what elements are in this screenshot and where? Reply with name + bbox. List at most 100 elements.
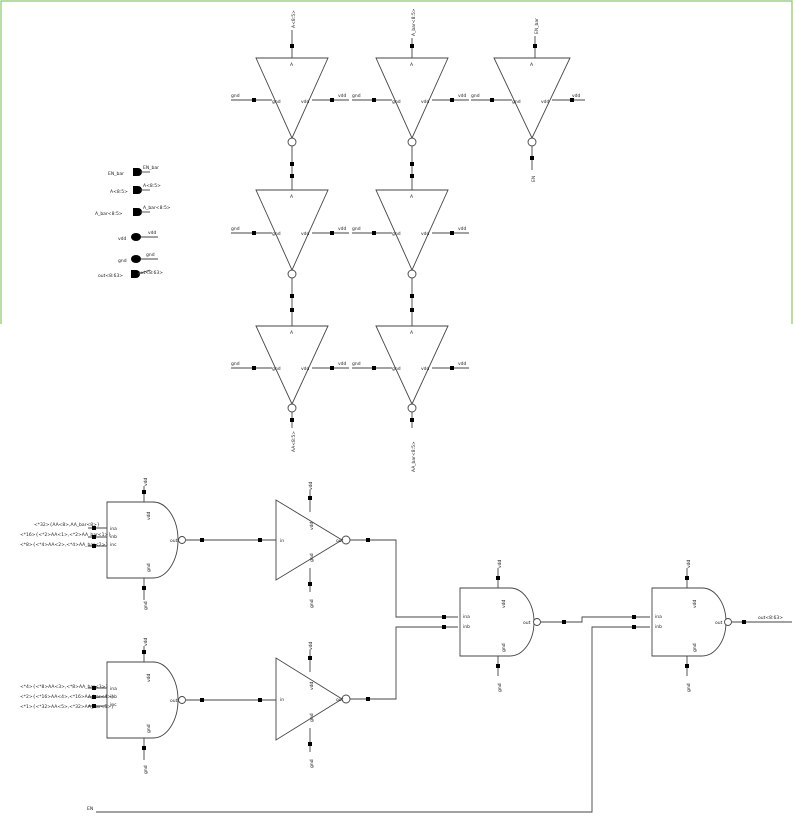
svg-text:out: out — [170, 698, 178, 704]
svg-text:out: out — [336, 697, 344, 703]
svg-text:vdd: vdd — [421, 99, 430, 105]
port-out[interactable]: out<8:63> out<8:63> — [98, 269, 163, 279]
svg-text:gnd: gnd — [497, 683, 503, 692]
net-label-col1-bottom: AA<8:5> — [291, 431, 297, 452]
net-label-col2-bottom: AA_bar<8:5> — [411, 441, 417, 472]
svg-text:in: in — [280, 538, 284, 544]
net-label-col2-top: A_bar<8:5> — [411, 8, 417, 36]
svg-text:inb: inb — [463, 624, 470, 630]
svg-text:vdd: vdd — [421, 231, 430, 237]
svg-text:<*2>{<*16>AA<4>,<*16>AA_bar<4>: <*2>{<*16>AA<4>,<*16>AA_bar<4>} — [20, 694, 114, 700]
inverter-mid-top[interactable]: vdd in out vdd gnd gnd — [275, 481, 351, 608]
svg-text:gnd: gnd — [392, 99, 401, 105]
svg-text:vdd: vdd — [541, 99, 550, 105]
nand3-bottom[interactable]: vdd vdd gnd out ina inb inc gnd — [106, 637, 186, 774]
inverter-col1-r2[interactable]: A gnd vdd gnd vdd — [231, 189, 349, 279]
svg-text:<*32>{AA<8>,AA_bar<8>}: <*32>{AA<8>,AA_bar<8>} — [34, 522, 100, 528]
svg-text:gnd: gnd — [692, 643, 698, 652]
svg-text:inc: inc — [110, 542, 117, 548]
svg-text:out<8:63>: out<8:63> — [138, 270, 163, 276]
inverter-col2-r3[interactable]: A gnd vdd gnd vdd — [352, 325, 469, 413]
svg-text:gnd: gnd — [309, 759, 315, 768]
svg-text:gnd: gnd — [231, 93, 240, 99]
svg-text:<*1>{<*32>AA<5>,<*32>AA_bar<5>: <*1>{<*32>AA<5>,<*32>AA_bar<5>} — [20, 704, 114, 710]
svg-text:<*8>{<*4>AA<2>,<*4>AA_bar<2>}: <*8>{<*4>AA<2>,<*4>AA_bar<2>} — [20, 542, 108, 548]
svg-text:EN_bar: EN_bar — [108, 171, 124, 177]
inverter-col1-r1[interactable]: A gnd vdd gnd vdd — [231, 57, 349, 147]
svg-text:gnd: gnd — [352, 361, 361, 367]
svg-text:gnd: gnd — [146, 252, 155, 258]
svg-text:EN_bar: EN_bar — [534, 18, 540, 34]
svg-text:ina: ina — [110, 686, 117, 692]
nand3-bottom-inputs: <*4>{<*8>AA<3>,<*8>AA_bar<3>} <*2>{<*16>… — [20, 684, 114, 710]
svg-text:vdd: vdd — [309, 681, 315, 690]
svg-text:gnd: gnd — [686, 683, 692, 692]
svg-text:A: A — [410, 62, 414, 68]
svg-text:vdd: vdd — [686, 559, 692, 568]
svg-text:vdd: vdd — [308, 641, 314, 650]
svg-text:vdd: vdd — [338, 226, 347, 232]
svg-text:gnd: gnd — [146, 724, 152, 733]
svg-text:A: A — [290, 194, 294, 200]
inverter-col1-r3[interactable]: A gnd vdd gnd vdd — [231, 325, 349, 413]
svg-text:ina: ina — [463, 614, 470, 620]
svg-text:out: out — [523, 620, 531, 626]
svg-text:gnd: gnd — [143, 601, 149, 610]
net-label-col1-top: A<8:5> — [291, 10, 297, 28]
svg-text:out<8:63>: out<8:63> — [98, 273, 123, 279]
svg-text:A: A — [290, 330, 294, 336]
svg-text:vdd: vdd — [146, 511, 152, 520]
net-label-col3-top: EN_bar — [534, 18, 540, 34]
inverter-col2-r2[interactable]: A gnd vdd gnd vdd — [352, 189, 469, 279]
svg-text:vdd: vdd — [309, 521, 315, 530]
svg-text:gnd: gnd — [272, 231, 281, 237]
inverter-col2-r1[interactable]: A gnd vdd gnd vdd — [352, 57, 469, 147]
port-a-bar[interactable]: A_bar<8:5> A_bar<8:5> — [95, 205, 171, 217]
svg-text:EN_bar: EN_bar — [143, 165, 159, 171]
svg-text:gnd: gnd — [272, 99, 281, 105]
nand3-top[interactable]: vdd vdd gnd out ina inb inc gnd — [106, 477, 186, 610]
svg-text:vdd: vdd — [308, 481, 314, 490]
inverter-mid-bottom[interactable]: vdd in out vdd gnd gnd — [275, 641, 351, 768]
nand2-final[interactable]: vdd ina inb out vdd gnd gnd — [651, 559, 732, 692]
svg-text:inc: inc — [110, 702, 117, 708]
svg-text:vdd: vdd — [143, 637, 149, 646]
svg-text:vdd: vdd — [501, 599, 507, 608]
svg-text:gnd: gnd — [309, 553, 315, 562]
svg-text:gnd: gnd — [231, 361, 240, 367]
svg-text:vdd: vdd — [338, 361, 347, 367]
svg-text:out: out — [336, 538, 344, 544]
svg-text:A: A — [410, 194, 414, 200]
svg-text:vdd: vdd — [301, 366, 310, 372]
frame-border — [0, 0, 793, 324]
svg-text:gnd: gnd — [471, 93, 480, 99]
svg-text:vdd: vdd — [458, 226, 467, 232]
svg-text:vdd: vdd — [146, 673, 152, 682]
port-a[interactable]: A<8:5> A<8:5> — [110, 183, 161, 195]
port-en-bar[interactable]: EN_bar EN_bar — [108, 165, 159, 177]
svg-text:vdd: vdd — [338, 93, 347, 99]
svg-text:gnd: gnd — [501, 643, 507, 652]
svg-text:EN: EN — [87, 806, 93, 812]
svg-text:ina: ina — [655, 614, 662, 620]
svg-text:vdd: vdd — [421, 366, 430, 372]
svg-text:A_bar<8:5>: A_bar<8:5> — [411, 8, 417, 36]
svg-text:gnd: gnd — [392, 231, 401, 237]
svg-text:gnd: gnd — [143, 765, 149, 774]
net-label-col3-bottom: EN — [531, 176, 537, 182]
svg-text:ina: ina — [110, 526, 117, 532]
svg-text:gnd: gnd — [231, 226, 240, 232]
svg-text:vdd: vdd — [143, 477, 149, 486]
nand2-mid[interactable]: vdd ina inb out vdd gnd gnd — [459, 559, 541, 692]
svg-text:gnd: gnd — [309, 599, 315, 608]
port-gnd[interactable]: gnd gnd — [118, 252, 158, 264]
inverter-col3[interactable]: A gnd vdd gnd vdd — [471, 57, 585, 147]
svg-text:vdd: vdd — [692, 599, 698, 608]
port-vdd[interactable]: vdd vdd — [118, 230, 158, 242]
svg-text:in: in — [280, 697, 284, 703]
svg-text:vdd: vdd — [458, 361, 467, 367]
svg-text:vdd: vdd — [497, 559, 503, 568]
net-output: out<8:63> — [732, 615, 792, 624]
svg-text:vdd: vdd — [301, 231, 310, 237]
